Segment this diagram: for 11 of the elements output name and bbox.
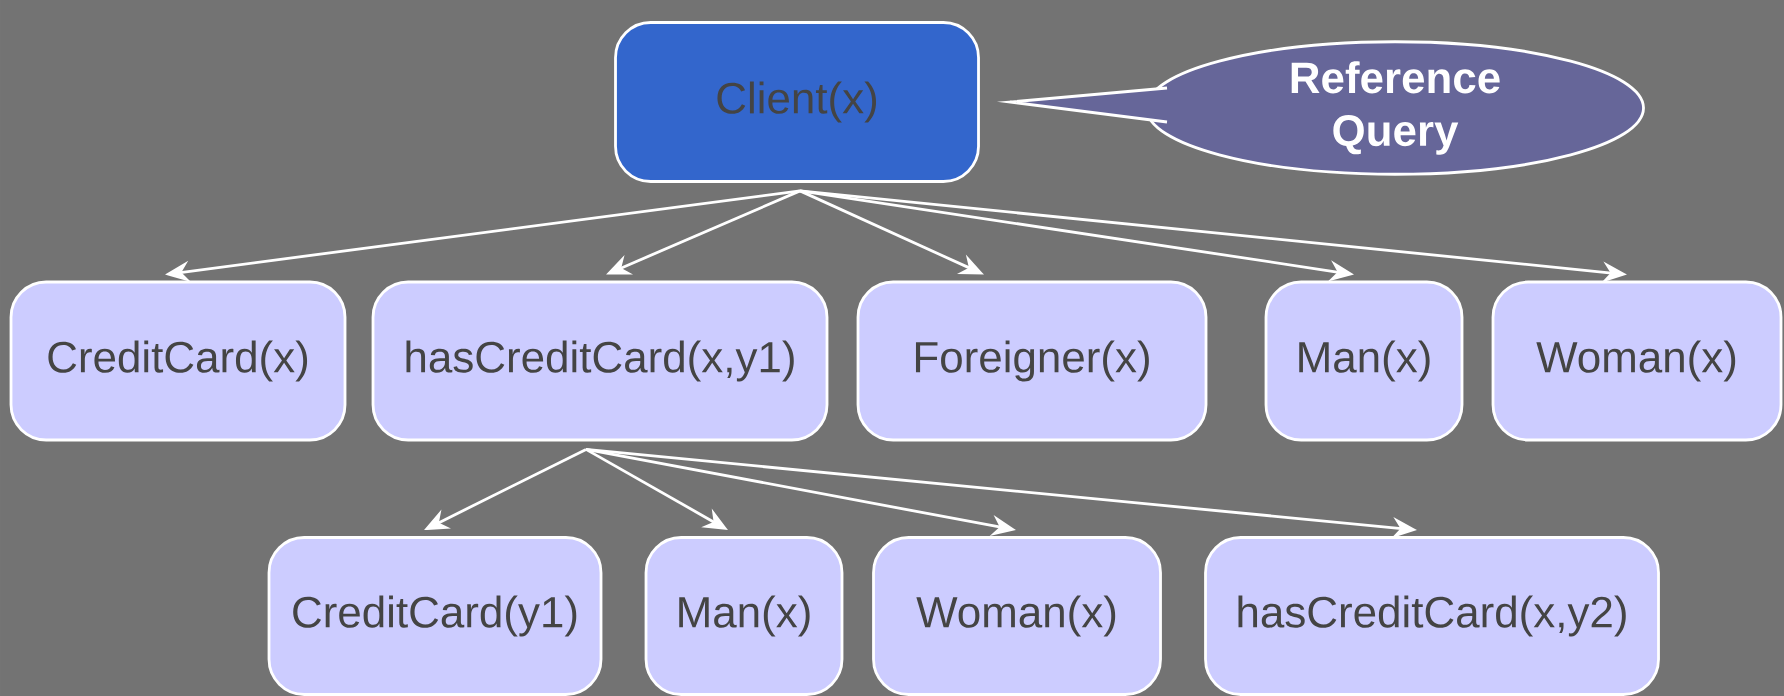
concept-box: Foreigner(x) [856,280,1208,442]
concept-box: Woman(x) [872,536,1162,696]
concept-box: hasCreditCard(x,y1) [371,280,829,442]
concept-box: Woman(x) [1491,280,1783,442]
concept-box: CreditCard(y1) [267,536,603,696]
callout-bubble: Reference Query [996,40,1645,176]
query-box: Client(x) [614,21,980,183]
concept-box: hasCreditCard(x,y2) [1204,536,1660,696]
concept-box: Man(x) [1264,280,1464,442]
concept-box: CreditCard(x) [9,280,347,442]
concept-box: Man(x) [644,536,844,696]
